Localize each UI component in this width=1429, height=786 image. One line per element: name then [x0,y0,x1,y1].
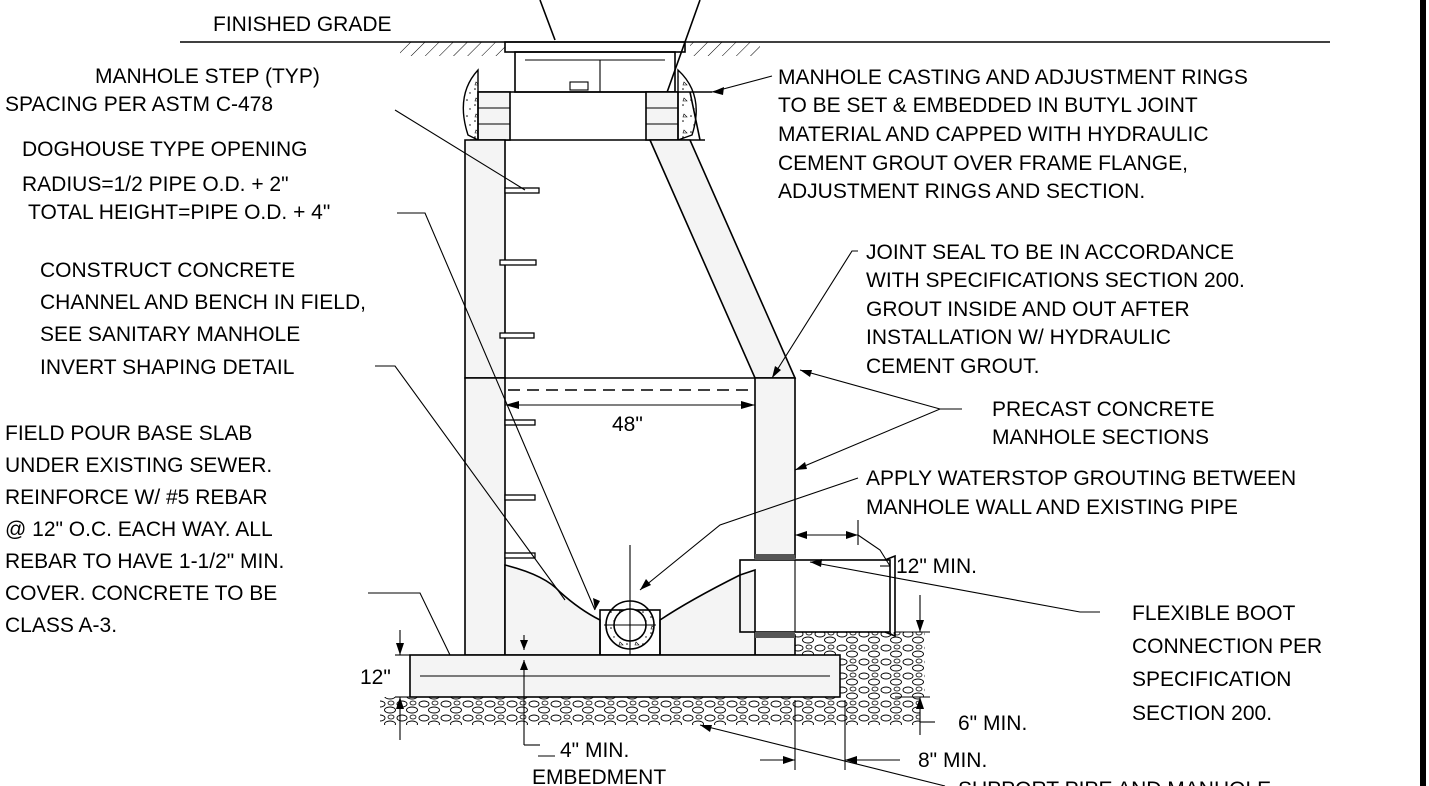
dimension-12-min [794,520,891,567]
label-slab-1: FIELD POUR BASE SLAB [5,422,252,445]
label-dim-6-min: 6" MIN. [958,712,1027,735]
label-boot-3: SPECIFICATION [1132,668,1291,691]
label-embed-1: 4" MIN. [560,739,629,762]
dimension-4-embedment [520,635,540,746]
dimension-12-slab [395,630,410,740]
manhole-steps [499,187,540,559]
existing-pipe [599,545,661,656]
label-precast-2: MANHOLE SECTIONS [992,426,1209,449]
label-slab-7: CLASS A-3. [5,614,117,637]
dimension-6-min [895,595,935,735]
concrete-bench-right [659,568,756,656]
label-manhole-step-2: SPACING PER ASTM C-478 [5,93,273,116]
label-waterstop-2: MANHOLE WALL AND EXISTING PIPE [866,496,1238,519]
label-manhole-step-1: MANHOLE STEP (TYP) [95,65,320,88]
finished-grade-line [180,41,1330,56]
label-joint-1: JOINT SEAL TO BE IN ACCORDANCE [866,241,1234,264]
label-support-1: SUPPORT PIPE AND MANHOLE [958,778,1271,786]
label-joint-5: CEMENT GROUT. [866,355,1039,378]
label-casting-3: MATERIAL AND CAPPED WITH HYDRAULIC [778,123,1209,146]
label-boot-2: CONNECTION PER [1132,635,1322,658]
cone-section-right-wall [648,139,797,379]
label-doghouse-3: TOTAL HEIGHT=PIPE O.D. + 4" [28,201,330,224]
label-channel-4: INVERT SHAPING DETAIL [40,356,294,379]
label-channel-1: CONSTRUCT CONCRETE [40,259,295,282]
leader-top-left [539,0,556,41]
label-boot-4: SECTION 200. [1132,702,1272,725]
label-joint-3: GROUT INSIDE AND OUT AFTER [866,298,1190,321]
concrete-bench [504,563,601,656]
label-dim-8-min: 8" MIN. [918,749,987,772]
label-doghouse-1: DOGHOUSE TYPE OPENING [22,138,308,161]
label-waterstop-1: APPLY WATERSTOP GROUTING BETWEEN [866,467,1296,490]
label-slab-2: UNDER EXISTING SEWER. [5,454,272,477]
label-casting-5: ADJUSTMENT RINGS AND SECTION. [778,180,1145,203]
label-dim-48: 48" [612,413,643,436]
label-joint-4: INSTALLATION W/ HYDRAULIC [866,326,1171,349]
label-boot-1: FLEXIBLE BOOT [1132,602,1296,625]
label-joint-2: WITH SPECIFICATIONS SECTION 200. [866,269,1245,292]
dimension-48 [505,401,755,409]
dimension-8-min [760,700,900,770]
label-casting-1: MANHOLE CASTING AND ADJUSTMENT RINGS [778,66,1248,89]
leaders [368,75,1100,786]
label-slab-6: COVER. CONCRETE TO BE [5,582,277,605]
sheet-border [1420,0,1426,786]
cone-section-left-wall [464,139,506,379]
label-doghouse-2: RADIUS=1/2 PIPE O.D. + 2" [22,173,289,196]
label-casting-2: TO BE SET & EMBEDDED IN BUTYL JOINT [778,94,1198,117]
label-slab-4: @ 12" O.C. EACH WAY. ALL [5,518,273,541]
adjustment-rings [462,68,697,142]
barrel-section-right-wall [754,377,796,559]
base-slab [409,654,841,698]
label-dim-12: 12" [360,666,391,689]
label-slab-5: REBAR TO HAVE 1-1/2" MIN. [5,550,284,573]
label-casting-4: CEMENT GROUT OVER FRAME FLANGE, [778,152,1188,175]
label-embed-2: EMBEDMENT [532,766,666,786]
label-finished-grade: FINISHED GRADE [213,13,392,36]
label-slab-3: REINFORCE W/ #5 REBAR [5,486,268,509]
label-dim-12-min: 12" MIN. [896,555,977,578]
label-precast-1: PRECAST CONCRETE [992,398,1214,421]
leader-top-right [664,0,701,99]
gravel-bedding-slab [380,697,920,725]
label-channel-3: SEE SANITARY MANHOLE [40,323,300,346]
barrel-section-left-wall [464,377,506,656]
flexible-boot-pipe [739,554,896,638]
label-channel-2: CHANNEL AND BENCH IN FIELD, [40,291,366,314]
